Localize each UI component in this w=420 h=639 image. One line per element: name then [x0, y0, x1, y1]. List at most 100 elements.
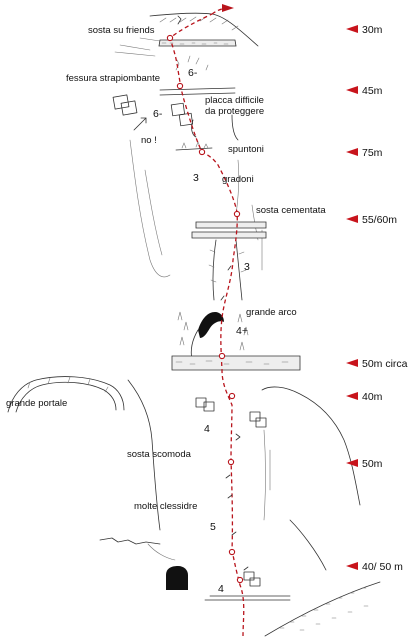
friends-ledge — [158, 39, 237, 47]
pitch-length-6: 40m — [346, 391, 383, 403]
label-da-proteggere: da proteggere — [205, 106, 264, 117]
marker-6 — [346, 392, 358, 400]
vegetation-marks — [177, 311, 249, 351]
pitch-length-6-text: 40m — [362, 391, 383, 403]
grade-dihedral: 3 — [244, 261, 250, 273]
label-molte-clessidre: molte clessidre — [134, 501, 197, 512]
big-ledge — [171, 355, 301, 371]
arco-left-edge — [190, 329, 199, 361]
left-slab-inner — [144, 169, 163, 256]
pitch-length-4: 55/60m — [346, 214, 397, 226]
marker-3 — [346, 148, 358, 156]
pitch-length-8-text: 40/ 50 m — [362, 561, 403, 573]
pitch-length-5: 50m circa — [346, 358, 408, 370]
big-ledge-texture — [175, 360, 289, 365]
overhang-line-2 — [159, 92, 236, 96]
flake-2 — [231, 114, 239, 141]
belay-40m — [228, 392, 236, 400]
route-exit-arrow — [222, 4, 234, 12]
pitch-length-8: 40/ 50 m — [346, 561, 403, 573]
flake-1 — [191, 119, 197, 138]
belay-lower — [228, 548, 236, 556]
cave-shape — [166, 566, 188, 590]
spuntoni-ledge — [175, 147, 213, 151]
block-2 — [120, 100, 138, 116]
protection-marks — [177, 15, 249, 571]
block-10 — [249, 577, 261, 587]
marker-4 — [346, 215, 358, 223]
grande-arco-shape — [198, 312, 224, 338]
pitch-length-1: 30m — [346, 24, 383, 36]
cementata-ledge-2 — [191, 231, 267, 239]
no-arrow-line — [133, 117, 147, 131]
pitch-length-3-text: 75m — [362, 147, 383, 159]
belay-cementata — [233, 210, 241, 218]
overhang-line-1 — [159, 87, 236, 91]
pitch-grades: 6- 6- 3 3 4+ 4 5 4 — [153, 67, 250, 595]
marker-8 — [346, 562, 358, 570]
summit-hatching — [159, 16, 239, 31]
pitch-length-4-text: 55/60m — [362, 214, 397, 226]
belay-start — [236, 576, 244, 584]
block-7 — [249, 411, 261, 422]
pitch-lengths: 30m 45m 75m 55/60m 50m circa 40m 50m 40 — [346, 24, 408, 573]
pitch-length-2: 45m — [346, 85, 383, 97]
block-9 — [243, 571, 255, 581]
belay-fessura — [176, 82, 184, 90]
belay-50m-circa — [218, 352, 226, 360]
label-gradoni: gradoni — [222, 174, 254, 185]
base-texture — [279, 587, 369, 631]
label-fessura-strapiombante: fessura strapiombante — [66, 73, 160, 84]
grade-gradoni: 3 — [193, 172, 199, 184]
block-3 — [170, 102, 186, 117]
feature-labels: sosta su friends fessura strapiombante p… — [6, 25, 326, 512]
grande-portale-outer — [7, 376, 125, 413]
route-line — [169, 13, 245, 637]
lower-left-wall — [127, 379, 161, 531]
base-slope — [264, 581, 381, 637]
left-slab-edge — [129, 139, 171, 278]
dihedral-ticks — [208, 249, 247, 283]
friends-ledge-texture — [161, 42, 229, 45]
label-sosta-su-friends: sosta su friends — [88, 25, 155, 36]
grade-start: 4 — [218, 583, 224, 595]
grade-arco: 4+ — [236, 325, 248, 337]
marker-7 — [346, 459, 358, 467]
pitch-length-7: 50m — [346, 458, 383, 470]
pitch-length-3: 75m — [346, 147, 383, 159]
dihedral-right — [235, 239, 243, 301]
crack-marks — [175, 55, 209, 71]
portale-texture — [27, 376, 109, 393]
marker-5 — [346, 359, 358, 367]
grande-portale-inner — [15, 381, 117, 413]
pitch-length-2-text: 45m — [362, 85, 383, 97]
grade-pitch-40m: 4 — [204, 423, 210, 435]
label-sosta-cementata: sosta cementata — [256, 205, 326, 216]
route-exit — [211, 8, 223, 15]
block-6 — [203, 401, 215, 412]
marker-2 — [346, 86, 358, 94]
dihedral-left — [212, 239, 217, 301]
block-4 — [178, 112, 194, 127]
label-spuntoni: spuntoni — [228, 144, 264, 155]
pitch-length-7-text: 50m — [362, 458, 383, 470]
block-5 — [195, 397, 207, 408]
rock-features — [7, 12, 381, 637]
spuntoni-marks — [181, 141, 209, 149]
lower-right-edge — [289, 519, 327, 571]
label-placca-difficile: placca difficile — [205, 95, 264, 106]
bottom-overhang-tail — [147, 543, 176, 561]
lower-right-cracks — [263, 429, 271, 521]
block-8 — [255, 417, 267, 428]
marker-1 — [346, 25, 358, 33]
no-arrow-head — [140, 117, 147, 124]
grade-fessura: 6- — [188, 67, 198, 79]
label-no: no ! — [141, 135, 157, 146]
belay-spuntoni — [198, 148, 206, 156]
pitch-length-1-text: 30m — [362, 24, 383, 36]
label-sosta-scomoda: sosta scomoda — [127, 449, 192, 460]
bottom-overhang — [99, 537, 161, 545]
belay-friends — [166, 34, 174, 42]
upper-slabs — [114, 37, 161, 57]
